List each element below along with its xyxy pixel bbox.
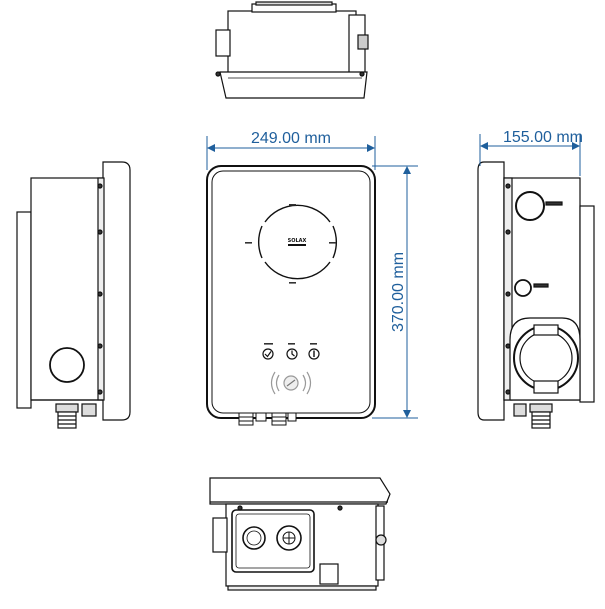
front-view-cable-glands	[238, 412, 297, 426]
bottom-view	[209, 477, 391, 591]
brand-logo: SOLAX	[288, 238, 307, 244]
bottom-view-left-boss	[212, 517, 228, 553]
left-view-front-cover	[102, 161, 131, 421]
indicator-row	[262, 343, 320, 360]
left-view-seal	[97, 177, 105, 401]
front-view-ring-bottom-arc	[264, 261, 331, 280]
depth-dimension-label: 155.00 mm	[503, 129, 583, 146]
check-icon	[262, 348, 274, 360]
left-side-view	[16, 161, 131, 429]
left-view-wall-bracket	[16, 211, 32, 409]
bottom-view-wall-bracket	[227, 585, 377, 591]
top-view-knob	[357, 34, 369, 50]
width-dimension-label: 249.00 mm	[251, 130, 331, 147]
left-view-cable-glands	[55, 403, 97, 429]
top-view-bracket-edge	[255, 1, 333, 6]
height-dimension-label: 370.00 mm	[390, 252, 407, 332]
top-view-left-boss	[215, 29, 231, 57]
front-view: SOLAX	[206, 165, 376, 426]
bottom-view-front-cover	[209, 477, 391, 505]
right-view-front-cover	[477, 161, 505, 421]
front-view-ring-top-arc	[264, 204, 331, 223]
depth-dimension	[479, 134, 581, 176]
right-view-button	[514, 279, 532, 297]
front-view-ring-left-arc	[258, 225, 263, 259]
right-view-holder	[515, 191, 545, 221]
right-view-wall-bracket	[579, 205, 595, 403]
left-view-knob	[49, 347, 85, 383]
top-view-body	[227, 10, 357, 77]
front-view-ring-right-arc	[332, 225, 337, 259]
brand-underline	[288, 244, 306, 246]
top-view	[215, 1, 369, 99]
top-view-front-cover	[219, 71, 368, 99]
width-dimension	[206, 136, 376, 170]
right-side-view	[477, 161, 595, 429]
height-dimension	[372, 165, 418, 419]
rfid-icon	[270, 371, 312, 395]
right-view-cable-glands	[513, 403, 553, 429]
